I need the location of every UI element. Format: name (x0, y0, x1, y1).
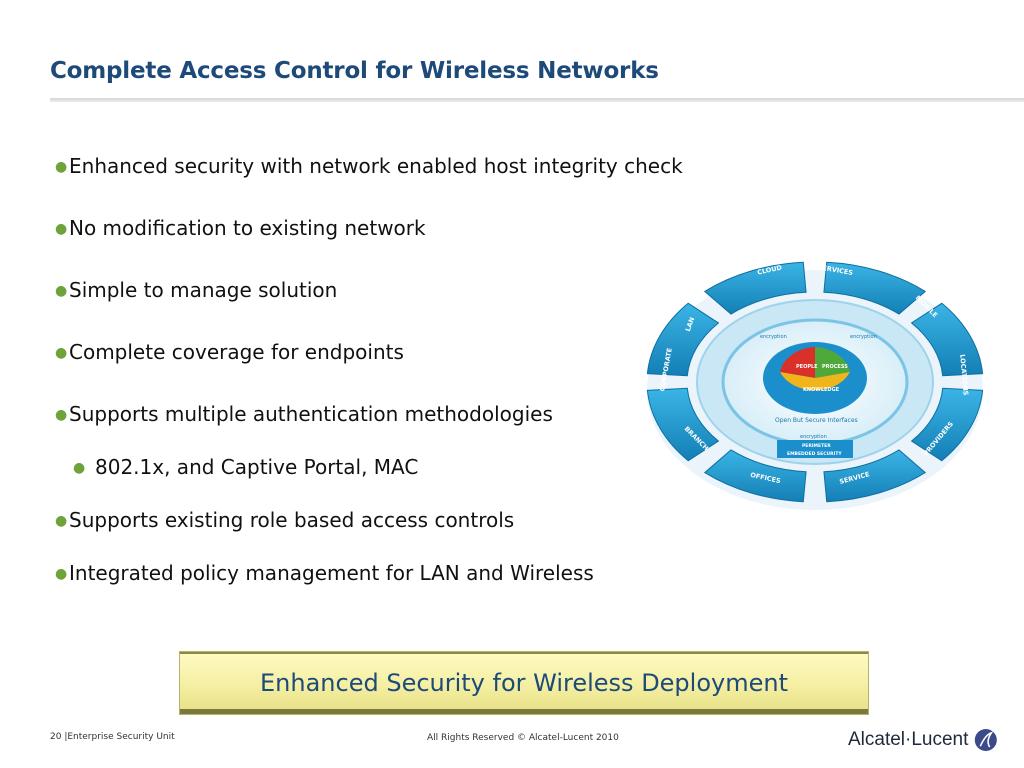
bullet-item: ●Complete coverage for endpoints (55, 338, 655, 367)
bullet-dot-icon: ● (55, 513, 68, 529)
bullet-list: ●Enhanced security with network enabled … (55, 152, 683, 588)
inner-label: PERIMETER (802, 443, 831, 449)
company-logo: Alcatel·Lucent (848, 720, 998, 760)
inner-label: encryption (760, 334, 787, 340)
bullet-dot-icon: ● (55, 407, 68, 423)
banner-text: Enhanced Security for Wireless Deploymen… (260, 669, 788, 697)
ring-segment (823, 261, 927, 315)
footer-copyright: All Rights Reserved © Alcatel-Lucent 201… (427, 733, 619, 743)
ring-segment (703, 449, 807, 503)
inner-label: Open But Secure Interfaces (775, 417, 858, 424)
core-label-process: PROCESS (822, 364, 848, 370)
title-divider (50, 98, 1024, 102)
bullet-item: ●Supports existing role based access con… (55, 506, 655, 535)
inner-label: EMBEDDED SECURITY (787, 451, 842, 457)
slide-title: Complete Access Control for Wireless Net… (50, 58, 659, 84)
banner: Enhanced Security for Wireless Deploymen… (179, 651, 869, 715)
bullet-item: ●Simple to manage solution (55, 276, 655, 305)
core-knowledge (780, 372, 850, 391)
bullet-dot-icon: ● (55, 159, 68, 175)
perimeter-block (777, 440, 853, 458)
ring-segment (646, 387, 720, 462)
footer-page-info: 20 |Enterprise Security Unit (50, 732, 175, 742)
ring-segment (646, 302, 720, 377)
bullet-dot-icon: ● (55, 345, 68, 361)
bullet-dot-icon: ● (55, 566, 68, 582)
ring-segment (910, 387, 984, 462)
inner-label: encryption (800, 434, 827, 440)
core-people (780, 347, 815, 378)
core-label-people: PEOPLE (796, 364, 818, 370)
ring-segment (703, 261, 807, 315)
bullet-item: ●Supports multiple authentication method… (55, 400, 655, 429)
logo-mark-icon (975, 728, 998, 752)
bullet-dot-icon: ● (55, 221, 68, 237)
security-ring-diagram: PEOPLE PROCESS KNOWLEDGE encryption encr… (646, 261, 984, 510)
bullet-dot-icon: ● (73, 460, 86, 476)
core-label-knowledge: KNOWLEDGE (803, 387, 840, 393)
sub-bullet-item: ●802.1x, and Captive Portal, MAC (55, 453, 655, 482)
ring-segment (823, 449, 927, 503)
bullet-item: ●No modification to existing network (55, 214, 655, 243)
bullet-item: ●Integrated policy management for LAN an… (55, 559, 655, 588)
ring-label: LOCATIONS (958, 354, 970, 396)
ring-segment (910, 302, 984, 377)
bullet-item: ●Enhanced security with network enabled … (55, 152, 683, 181)
bullet-dot-icon: ● (55, 283, 68, 299)
core-process (815, 347, 850, 378)
logo-wordmark: Alcatel·Lucent (848, 729, 969, 750)
outer-ring (646, 261, 984, 503)
inner-label: encryption (850, 334, 877, 340)
